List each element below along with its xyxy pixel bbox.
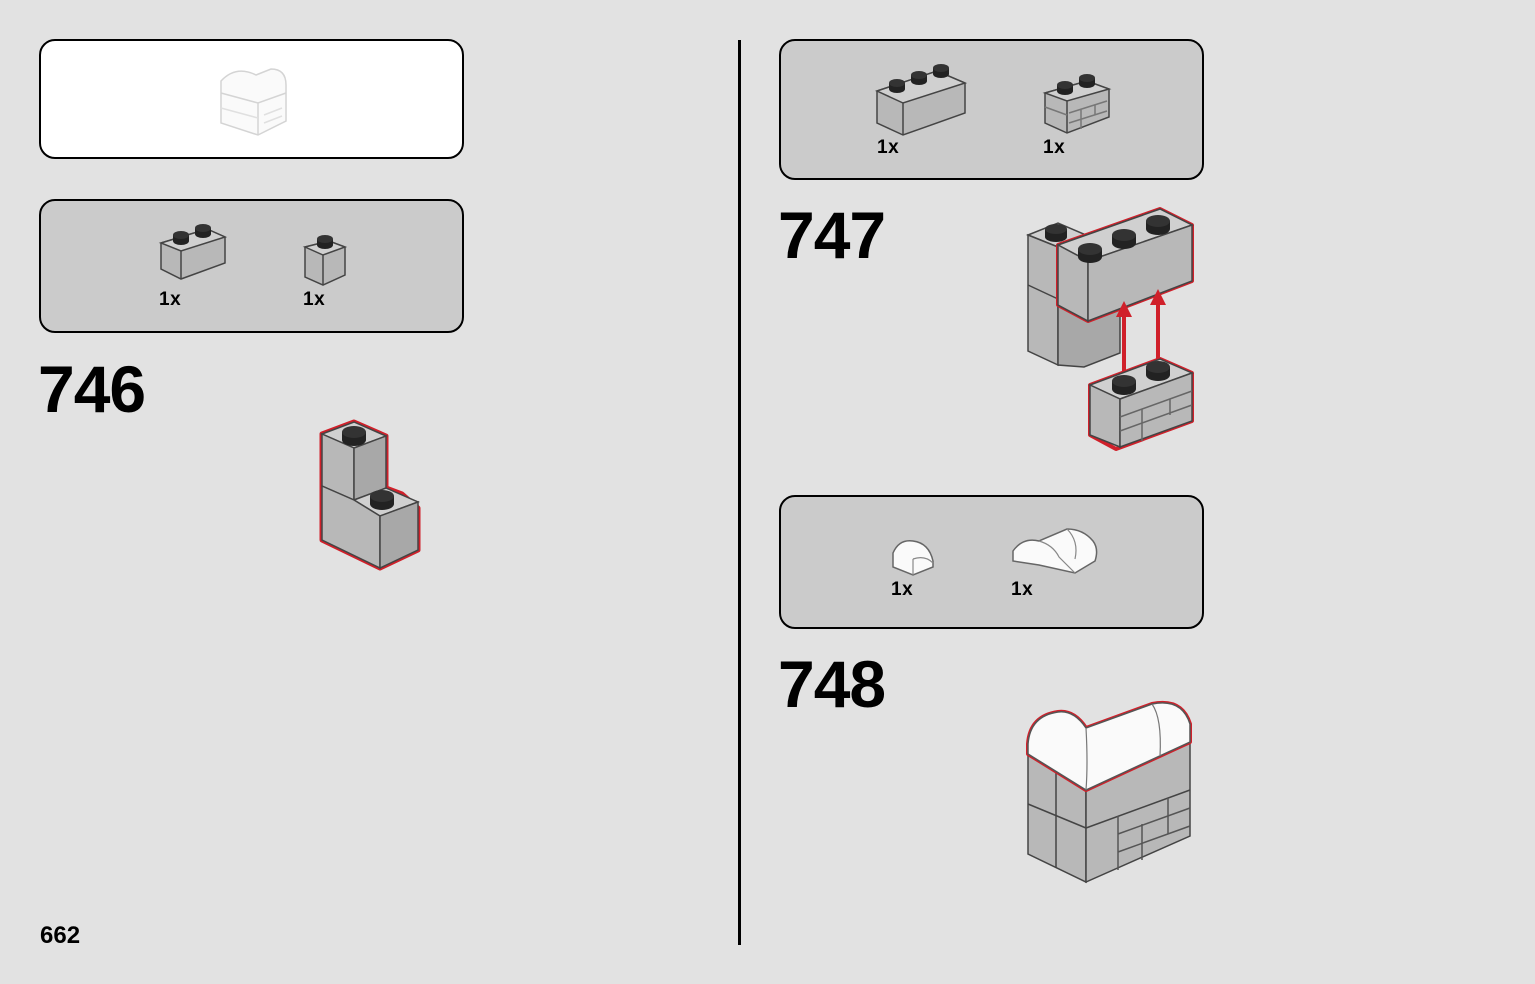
step-number: 746 <box>38 352 146 426</box>
page-number: 662 <box>40 922 81 949</box>
curved-slope-white-icon <box>892 540 934 576</box>
page-divider <box>738 40 741 945</box>
part-qty-label: 1x <box>1011 579 1034 600</box>
brick-1x1-gray-icon <box>302 235 348 286</box>
part-qty-label: 1x <box>159 289 182 310</box>
parts-panel-748: 1x 1x <box>779 495 1204 629</box>
completed-corner-assembly-icon <box>1026 701 1192 884</box>
l-shaped-brick-assembly-icon <box>319 419 421 571</box>
part-qty-label: 1x <box>303 289 326 310</box>
parts-panel-746: 1x 1x <box>39 199 464 333</box>
step-number: 748 <box>778 647 886 721</box>
preview-panel <box>39 39 464 159</box>
brick-1x2-gray-icon <box>158 224 228 280</box>
step-number: 747 <box>778 198 886 272</box>
brick-placement-with-arrows-icon <box>1025 207 1195 451</box>
part-qty-label: 1x <box>891 579 914 600</box>
curved-corner-white-icon <box>1012 528 1098 574</box>
white-curved-corner-preview-icon <box>220 68 287 136</box>
part-qty-label: 1x <box>1043 137 1066 158</box>
part-qty-label: 1x <box>877 137 900 158</box>
parts-panel-747: 1x 1x <box>779 39 1204 180</box>
masonry-brick-1x2-gray-icon <box>1042 74 1112 134</box>
brick-1x3-gray-icon <box>875 64 968 136</box>
